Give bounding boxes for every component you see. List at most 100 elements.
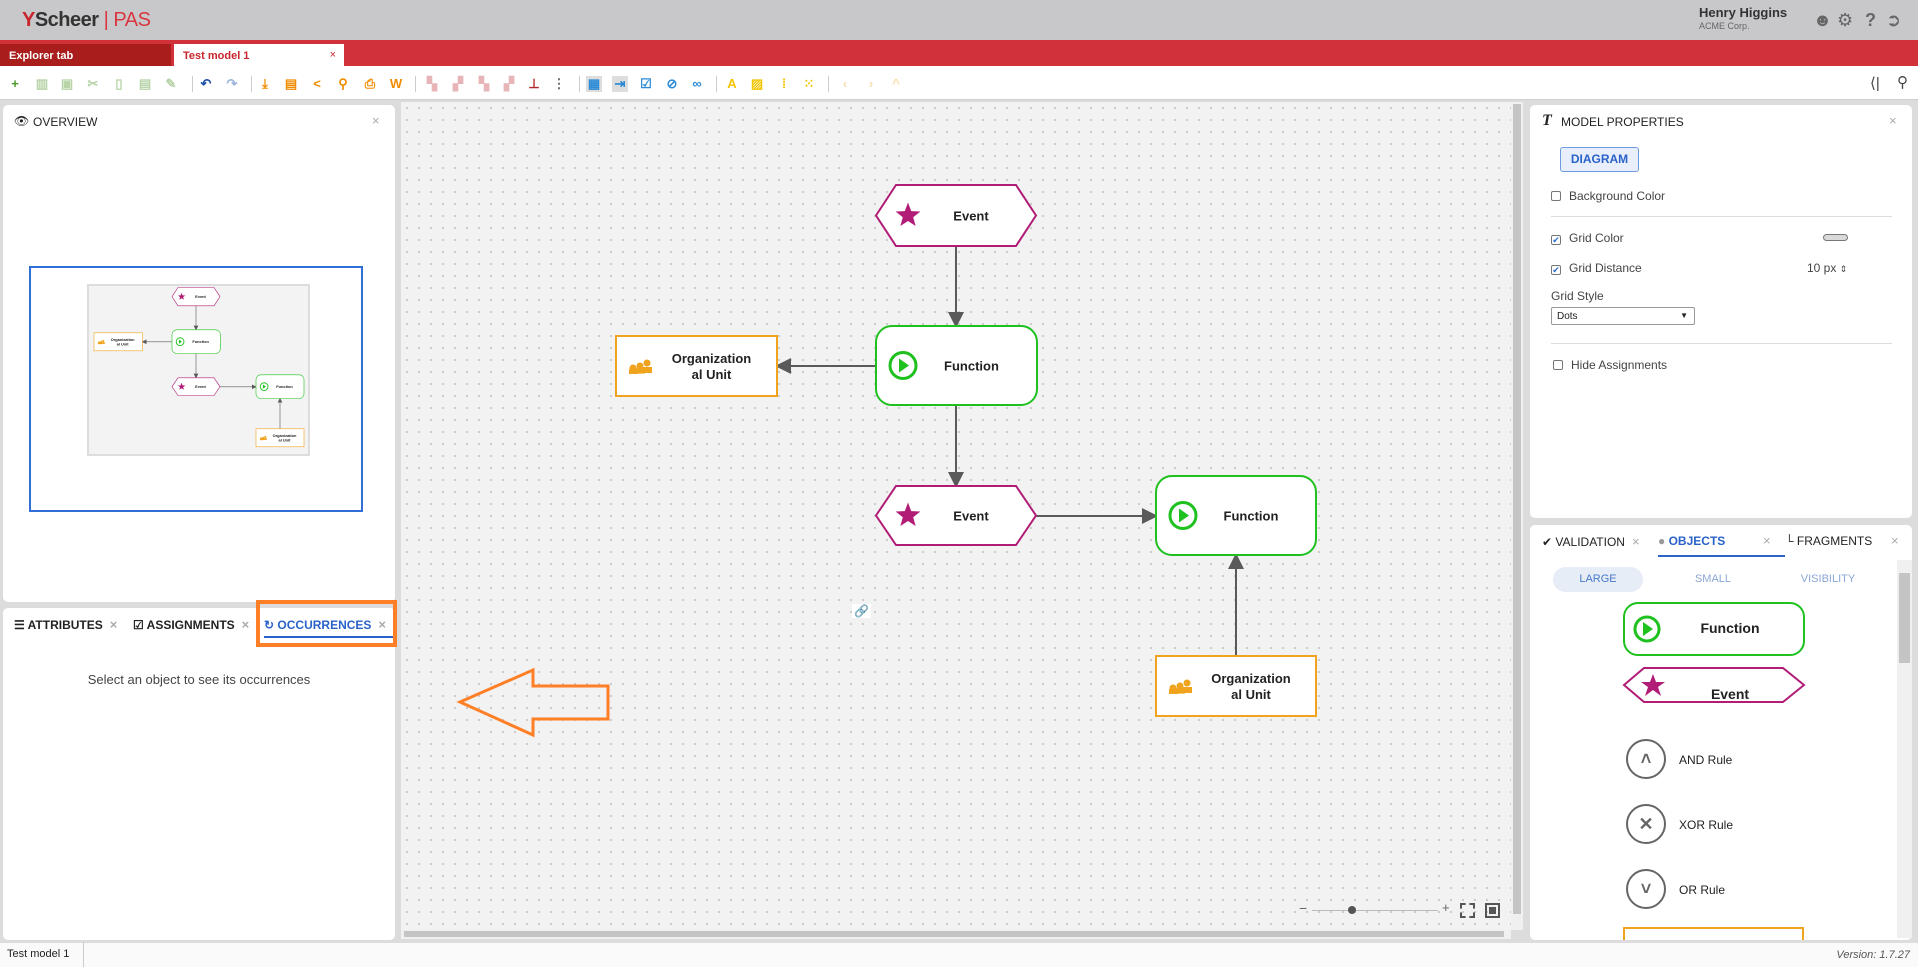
group-icon[interactable]: ▚ [479,76,489,91]
paste-icon[interactable]: ▤ [138,76,152,91]
xor-rule-icon[interactable]: ✕ [1626,804,1666,844]
print-icon[interactable]: ⎙ [364,76,376,91]
subtab-visibility[interactable]: VISIBILITY [1800,573,1856,585]
zoom-out-icon[interactable]: − [1299,900,1308,916]
logout-icon[interactable]: ➲ [1886,10,1902,30]
grid-color-checkbox[interactable]: ✔Grid Color [1551,231,1624,245]
export-icon[interactable]: ⤓ [262,76,268,91]
next-icon[interactable]: › [868,76,874,91]
ungroup-icon[interactable]: ▞ [504,76,514,91]
format-painter-icon[interactable]: ✎ [165,76,177,91]
tab-attributes[interactable]: ☰ ATTRIBUTES × [14,617,118,632]
tab-objects[interactable]: ● OBJECTS [1658,534,1726,548]
redo-icon[interactable]: ↷ [226,76,238,91]
validate-icon[interactable]: ☑ [640,76,652,91]
zoom-in-icon[interactable]: + [1442,900,1450,915]
minimap[interactable] [87,284,310,456]
and-rule-icon[interactable]: ˄ [1626,739,1666,779]
palette-org-unit[interactable] [1623,927,1804,940]
close-icon[interactable]: × [372,113,380,128]
snap-icon[interactable]: ⇥ [612,76,628,92]
function-node[interactable]: Function [1155,475,1317,556]
objects-scroll-thumb[interactable] [1899,573,1910,663]
event-node[interactable]: Event [874,485,1038,546]
grid-dots-icon[interactable]: ⁞ [781,76,787,91]
collapse-panel-icon[interactable]: ⟨| [1870,75,1880,92]
help-icon[interactable]: ? [1865,10,1876,30]
image-icon[interactable]: ▨ [750,76,764,91]
fit-screen-icon[interactable] [1460,903,1475,918]
pin-icon[interactable]: ⚲ [338,76,348,91]
close-icon[interactable]: × [374,617,386,632]
function-node[interactable]: Function [255,374,305,399]
copy-icon[interactable]: ▯ [115,76,123,91]
stepper-icon[interactable]: ⇕ [1839,264,1848,274]
viewport-rect[interactable] [29,266,363,512]
link-icon[interactable]: 🔗 [852,604,871,618]
close-icon[interactable]: × [1889,113,1897,128]
subtab-large[interactable]: LARGE [1553,567,1643,592]
close-icon[interactable]: × [1628,534,1640,549]
vertical-scroll-thumb[interactable] [1513,104,1521,914]
tab-assignments[interactable]: ☑ ASSIGNMENTS × [133,617,250,632]
grid-small-icon[interactable]: ⁙ [803,76,815,91]
more-icon[interactable]: ⋮ [552,76,566,91]
text-icon[interactable]: A [727,76,737,91]
close-icon[interactable]: × [329,49,336,61]
close-icon[interactable]: × [1763,533,1771,548]
tab-test-model[interactable]: Test model 1× [174,44,344,66]
link-icon[interactable]: ∞ [692,76,702,91]
status-tab[interactable]: Test model 1 [0,942,84,967]
palette-or-rule[interactable]: OR Rule [1679,883,1726,897]
or-rule-icon[interactable]: ˅ [1626,869,1666,909]
close-icon[interactable]: × [1891,533,1899,548]
tab-occurrences[interactable]: ↻ OCCURRENCES × [264,617,386,632]
palette-xor-rule[interactable]: XOR Rule [1679,818,1734,832]
up-icon[interactable]: ^ [892,76,900,91]
event-node[interactable]: Event [171,287,221,307]
zoom-slider[interactable] [1312,910,1438,911]
word-export-icon[interactable]: W [389,76,403,91]
grid-layout-icon[interactable]: ▦ [586,76,602,92]
undo-icon[interactable]: ↶ [200,76,212,91]
function-node[interactable]: Function [171,329,221,354]
grid-distance-value[interactable]: 10 px ⇕ [1807,261,1848,275]
event-node[interactable]: Event [874,184,1038,247]
diagram-button[interactable]: DIAGRAM [1560,147,1639,172]
grid-distance-checkbox[interactable]: ✔Grid Distance [1551,261,1642,275]
user-icon[interactable]: ☻ [1813,10,1832,30]
bring-front-icon[interactable]: ▚ [427,76,437,91]
gear-icon[interactable]: ⚙ [1837,10,1854,30]
event-node[interactable]: Event [171,377,221,396]
close-icon[interactable]: × [238,617,250,632]
grid-style-select[interactable]: Dots▼ [1551,307,1695,325]
horizontal-scroll-thumb[interactable] [404,931,1504,937]
tab-fragments[interactable]: └ FRAGMENTS [1785,534,1873,548]
tab-explorer[interactable]: Explorer tab [0,44,171,66]
search-icon[interactable]: ⚲ [1897,74,1908,91]
palette-function-label[interactable]: Function [1700,620,1760,636]
tab-validation[interactable]: ✔ VALIDATION × [1542,534,1640,549]
share-icon[interactable]: < [313,76,321,91]
cut-icon[interactable]: ✂ [87,76,99,91]
subtab-small[interactable]: SMALL [1694,573,1732,585]
delete-icon[interactable]: ▥ [35,76,49,91]
duplicate-icon[interactable]: ▣ [60,76,74,91]
previous-icon[interactable]: ‹ [842,76,848,91]
function-node[interactable]: Function [875,325,1038,406]
export-document-icon[interactable]: ▤ [284,76,298,91]
background-color-checkbox[interactable]: Background Color [1551,189,1665,203]
palette-event-label[interactable]: Event [1710,686,1750,702]
close-icon[interactable]: × [106,617,118,632]
hide-connections-icon[interactable]: ⊘ [666,76,678,91]
zoom-slider-handle[interactable] [1348,906,1356,914]
hide-assignments-checkbox[interactable]: Hide Assignments [1553,358,1667,372]
grid-color-swatch[interactable] [1823,234,1848,241]
new-model-icon[interactable]: + [11,76,19,91]
send-back-icon[interactable]: ▞ [453,76,463,91]
palette-and-rule[interactable]: AND Rule [1679,753,1733,767]
hierarchy-icon[interactable]: ⊥ [528,76,540,91]
